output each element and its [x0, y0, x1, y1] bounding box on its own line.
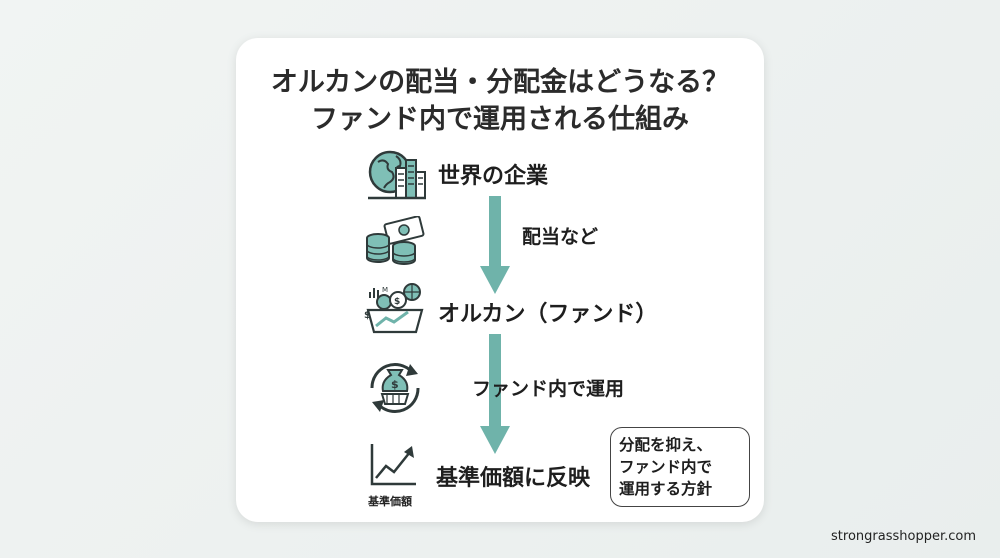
note-line-3: 運用する方針: [619, 480, 713, 498]
note-line-2: ファンド内で: [619, 458, 713, 476]
flow-label-dividends: 配当など: [522, 226, 599, 248]
recycle-moneybag-icon: $: [370, 363, 420, 413]
flow-label-in-fund: ファンド内で運用: [472, 378, 625, 400]
chart-caption: 基準価額: [368, 495, 412, 508]
svg-text:M: M: [382, 286, 388, 294]
note-line-1: 分配を抑え、: [619, 436, 713, 454]
money-coins-icon: [366, 216, 425, 265]
fund-basket-icon: M $ $: [364, 283, 424, 334]
diagram-card: オルカンの配当・分配金はどうなる？ ファンド内で運用される仕組み 世界の企業 配…: [236, 38, 764, 522]
step-label-fund: オルカン（ファンド）: [438, 302, 658, 327]
flow-arrow-1: [480, 196, 510, 294]
title-line-2: ファンド内で運用される仕組み: [311, 104, 689, 135]
step-label-companies: 世界の企業: [438, 164, 549, 189]
flow-arrow-2: [480, 334, 510, 454]
step-label-nav: 基準価額に反映: [436, 466, 591, 491]
globe-buildings-icon: [368, 150, 426, 200]
rising-chart-icon: [370, 444, 416, 486]
svg-text:$: $: [364, 310, 371, 321]
title-line-1: オルカンの配当・分配金はどうなる？: [270, 67, 730, 98]
policy-note: 分配を抑え、 ファンド内で 運用する方針: [610, 427, 750, 507]
svg-text:$: $: [391, 378, 399, 391]
watermark: strongrasshopper.com: [831, 529, 976, 544]
svg-text:$: $: [394, 297, 400, 307]
